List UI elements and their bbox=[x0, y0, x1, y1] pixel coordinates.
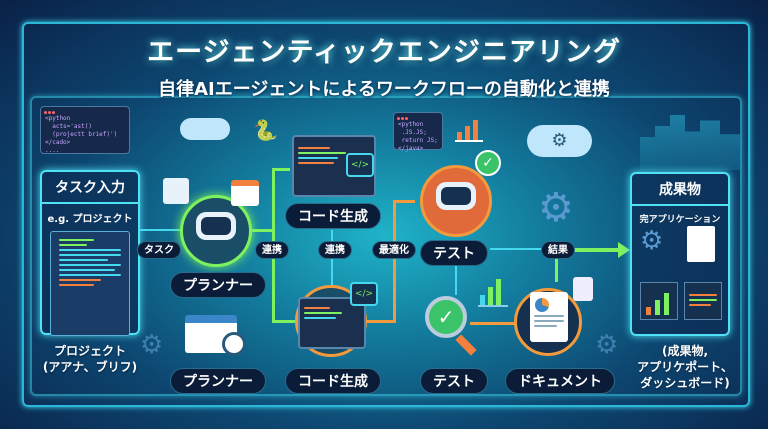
panel-title: 成果物 bbox=[632, 174, 728, 206]
edge-label-result: 結果 bbox=[541, 241, 575, 259]
robot-icon bbox=[436, 182, 476, 210]
map-icon bbox=[163, 178, 189, 204]
output-panel: 成果物 完アプリケーション ⚙ bbox=[630, 172, 730, 336]
cloud-upload-icon bbox=[180, 118, 230, 140]
code-tag-icon: </> bbox=[350, 282, 378, 306]
outer-frame bbox=[22, 22, 750, 407]
connector bbox=[490, 248, 550, 250]
connector bbox=[272, 168, 290, 171]
codegen-label-2: コード生成 bbox=[285, 368, 381, 394]
planner-robot[interactable] bbox=[180, 195, 252, 267]
magnifier-check-icon: ✓ bbox=[425, 296, 467, 338]
edge-label-task: タスク bbox=[137, 241, 181, 259]
gear-icon: ⚙ bbox=[538, 185, 574, 231]
output-caption: (成果物, アプリケポート、 ダッシュボード) bbox=[637, 344, 733, 390]
input-caption: プロジェクト (アアナ、ブリフ) bbox=[42, 344, 138, 374]
connector bbox=[140, 229, 182, 231]
check-icon: ✓ bbox=[475, 150, 501, 176]
code-text: <python acts='ast() (projectt brief)') <… bbox=[45, 115, 118, 154]
gear-icon: ⚙ bbox=[140, 330, 164, 360]
test-label: テスト bbox=[420, 240, 488, 266]
connector bbox=[252, 229, 272, 232]
connector bbox=[393, 200, 415, 203]
window-dots-icon: ●●● bbox=[44, 110, 57, 116]
document-chart-icon[interactable] bbox=[530, 292, 568, 342]
codegen-label: コード生成 bbox=[285, 203, 381, 229]
code-text: <python .JS.JS; return JS; </java> bbox=[398, 121, 438, 152]
bar-chart-icon bbox=[455, 118, 483, 142]
inner-frame bbox=[30, 96, 742, 396]
edge-label-optimize: 最適化 bbox=[372, 241, 416, 259]
comment-doc-icon bbox=[573, 277, 593, 301]
document-icon bbox=[50, 231, 130, 336]
panel-subtitle: 完アプリケーション bbox=[639, 215, 721, 225]
bar-chart-icon bbox=[478, 275, 508, 307]
cloud-gear-icon: ⚙ bbox=[527, 125, 592, 157]
arrow-to-output bbox=[570, 248, 620, 252]
code-tag-icon: </> bbox=[346, 153, 374, 177]
python-logo-icon: 🐍 bbox=[253, 118, 278, 142]
connector bbox=[455, 265, 457, 295]
edge-label-link: 連携 bbox=[318, 241, 352, 259]
connector bbox=[555, 258, 558, 282]
robot-icon bbox=[196, 212, 236, 240]
connector bbox=[360, 320, 396, 323]
page-title: エージェンティックエンジニアリング bbox=[147, 37, 621, 68]
panel-title: タスク入力 bbox=[42, 172, 138, 204]
gear-search-icon: ⚙ bbox=[640, 226, 664, 256]
calendar-icon bbox=[231, 180, 259, 206]
gear-icon: ⚙ bbox=[595, 330, 619, 360]
report-icon bbox=[687, 226, 715, 262]
document-label: ドキュメント bbox=[505, 368, 615, 394]
planner-label: プランナー bbox=[170, 272, 266, 298]
test-robot[interactable] bbox=[420, 165, 492, 237]
connector bbox=[470, 322, 515, 325]
dashboard-code-icon bbox=[684, 282, 722, 320]
planner-label-2: プランナー bbox=[170, 368, 266, 394]
code-snippet: ●●●<python .JS.JS; return JS; </java> bbox=[393, 112, 443, 152]
edge-label-link: 連携 bbox=[255, 241, 289, 259]
arrow-head bbox=[618, 242, 630, 258]
panel-example: e.g. プロジェクト bbox=[47, 214, 133, 225]
connector bbox=[272, 320, 296, 323]
clock-icon bbox=[222, 332, 246, 356]
test-label-2: テスト bbox=[420, 368, 488, 394]
code-snippet: ●●●<python acts='ast() (projectt brief)'… bbox=[40, 106, 130, 154]
page-subtitle: 自律AIエージェントによるワークフローの自動化と連携 bbox=[158, 79, 610, 100]
task-input-panel: タスク入力 e.g. プロジェクト bbox=[40, 170, 140, 336]
dashboard-chart-icon bbox=[640, 282, 678, 320]
connector bbox=[393, 200, 396, 320]
window-dots-icon: ●●● bbox=[397, 116, 410, 122]
